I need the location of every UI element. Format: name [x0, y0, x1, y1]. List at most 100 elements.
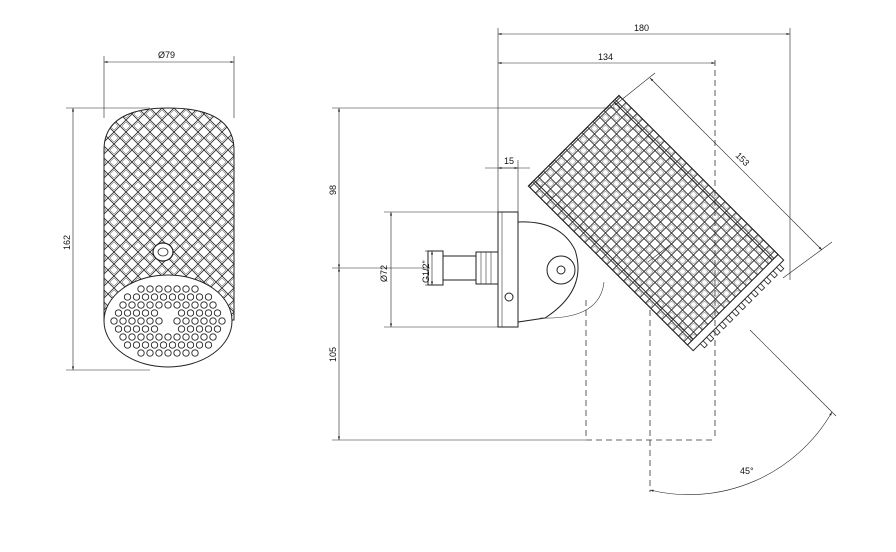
nozzle: [173, 333, 181, 341]
thread-label: G1/2": [421, 260, 431, 283]
nozzle: [195, 341, 204, 349]
front-view: [103, 107, 235, 368]
nozzle: [146, 301, 154, 309]
nozzle: [132, 325, 141, 333]
nozzle: [186, 309, 195, 317]
nozzle: [204, 309, 213, 317]
nozzle: [123, 309, 132, 317]
side-nozzle: [763, 276, 772, 285]
nozzle: [191, 285, 199, 293]
side-nozzle: [769, 270, 778, 279]
nozzle: [159, 341, 168, 349]
nozzle: [182, 301, 190, 309]
nozzle: [182, 285, 190, 293]
nozzle: [164, 349, 172, 357]
side-nozzle: [744, 295, 753, 304]
nozzle: [186, 293, 195, 301]
side-nozzle: [699, 340, 708, 349]
nozzle: [132, 309, 141, 317]
projection-label: 134: [598, 52, 613, 62]
nozzle: [177, 293, 186, 301]
nozzle: [182, 317, 190, 325]
tilted-shower-head: [527, 94, 785, 352]
nozzle: [141, 293, 150, 301]
nozzle: [182, 349, 190, 357]
nozzle: [114, 309, 123, 317]
nozzle: [155, 333, 163, 341]
nozzle: [177, 341, 186, 349]
nozzle: [150, 293, 159, 301]
nozzle: [191, 349, 199, 357]
nozzle: [146, 349, 154, 357]
nozzle: [168, 341, 177, 349]
nozzle: [204, 293, 213, 301]
nozzle: [159, 293, 168, 301]
nozzle: [146, 285, 154, 293]
nozzle: [155, 285, 163, 293]
nozzle: [191, 301, 199, 309]
side-nozzle: [725, 314, 734, 323]
nozzle: [137, 317, 145, 325]
nozzle: [119, 317, 127, 325]
nozzle: [164, 333, 172, 341]
nozzle: [137, 333, 145, 341]
flange-diameter-label: Ø72: [379, 265, 389, 282]
nozzle: [186, 341, 195, 349]
side-dimensions: 180 134 15 153 98 105 Ø72 G1/2" 4: [328, 23, 837, 495]
nozzle: [173, 285, 181, 293]
nozzle: [209, 301, 217, 309]
nozzle-pattern: [110, 285, 226, 357]
nozzle: [155, 301, 163, 309]
nozzle: [110, 317, 118, 325]
nozzle: [191, 317, 199, 325]
thread-connector: [475, 251, 499, 285]
head-length-label: 153: [734, 150, 752, 168]
nozzle: [209, 317, 217, 325]
nozzle: [141, 309, 150, 317]
wall-flange: [497, 211, 519, 328]
nozzle: [123, 293, 132, 301]
nozzle: [164, 285, 172, 293]
side-nozzle: [731, 308, 740, 317]
nozzle: [173, 317, 181, 325]
side-nozzle: [776, 263, 785, 273]
nozzle: [150, 325, 159, 333]
nozzle: [200, 317, 208, 325]
upper-height-label: 98: [328, 185, 338, 195]
nozzle: [141, 341, 150, 349]
nozzle: [186, 325, 195, 333]
nozzle: [137, 301, 145, 309]
nozzle: [182, 333, 190, 341]
side-view: [427, 94, 785, 352]
front-height-label: 162: [62, 235, 72, 250]
side-nozzle: [750, 289, 759, 298]
nozzle: [128, 301, 136, 309]
nozzle: [141, 325, 150, 333]
nozzle: [146, 317, 154, 325]
nozzle: [168, 293, 177, 301]
nozzle: [150, 341, 159, 349]
nozzle: [164, 301, 172, 309]
side-nozzle: [706, 333, 715, 343]
nozzle: [114, 325, 123, 333]
nozzle: [191, 333, 199, 341]
nozzle: [213, 309, 222, 317]
nozzle: [173, 301, 181, 309]
nozzle: [123, 325, 132, 333]
nozzle: [137, 285, 145, 293]
nozzle: [204, 341, 213, 349]
nozzle: [213, 325, 222, 333]
nozzle: [173, 349, 181, 357]
nozzle: [132, 293, 141, 301]
nozzle: [150, 309, 159, 317]
nozzle: [119, 301, 127, 309]
nozzle: [155, 317, 163, 325]
nozzle: [177, 325, 186, 333]
nozzle: [128, 333, 136, 341]
overall-width-label: 180: [634, 23, 649, 33]
nozzle: [123, 341, 132, 349]
nozzle: [146, 333, 154, 341]
nozzle: [137, 349, 145, 357]
nozzle: [200, 301, 208, 309]
